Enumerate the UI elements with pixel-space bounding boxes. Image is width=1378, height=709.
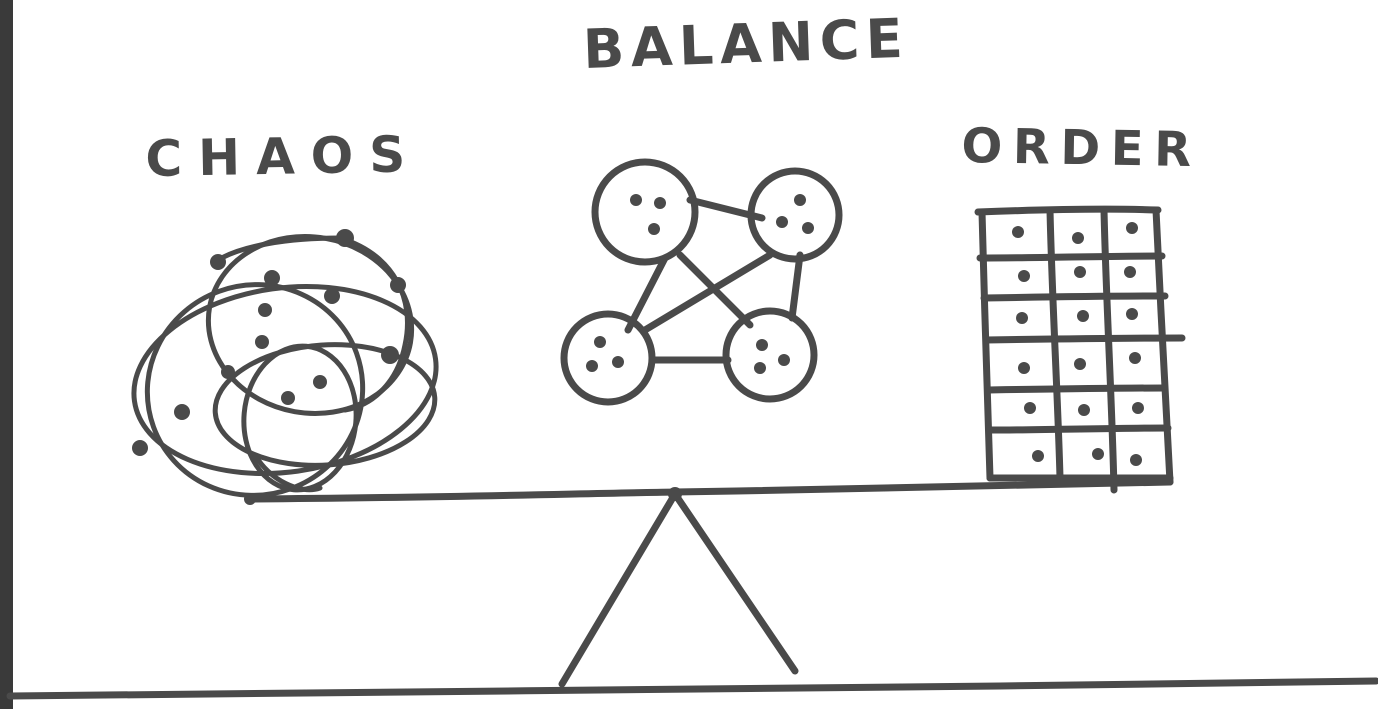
ground-line [6, 677, 1378, 700]
node-bottom-right [722, 307, 818, 403]
node-top-left [591, 158, 699, 266]
chaos-label: CHAOS [145, 125, 422, 188]
order-grid [974, 205, 1186, 494]
fulcrum [558, 490, 799, 688]
balance-network [560, 158, 843, 406]
seesaw-beam [244, 478, 1174, 503]
chaos-scribble [131, 229, 439, 498]
left-border [0, 0, 13, 709]
balance-label: BALANCE [582, 6, 911, 81]
node-bottom-left [560, 310, 656, 406]
node-top-right [747, 167, 843, 263]
order-label: ORDER [961, 118, 1203, 179]
